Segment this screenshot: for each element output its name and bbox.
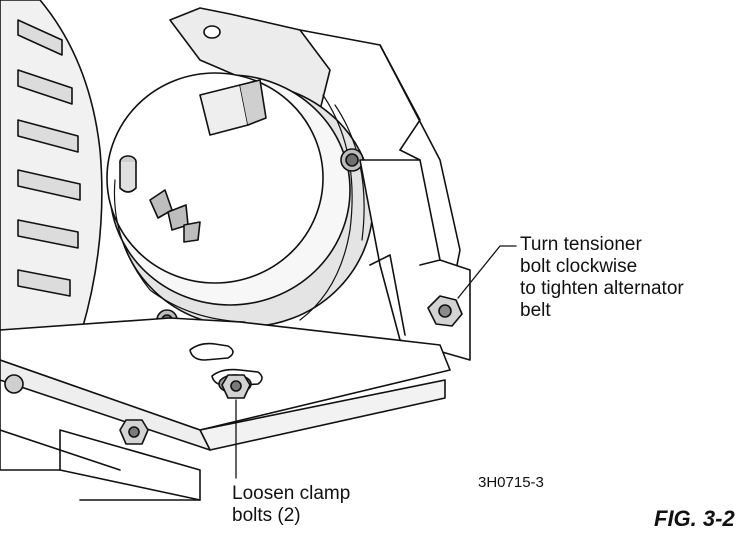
tensioner-callout: Turn tensioner bolt clockwise to tighten… bbox=[520, 234, 684, 321]
alternator bbox=[106, 72, 374, 328]
tensioner-bracket bbox=[359, 149, 471, 361]
clamp-bolt-front bbox=[218, 374, 252, 399]
figure-label: FIG. 3-2 bbox=[654, 506, 735, 531]
clamp-bolt-rear bbox=[119, 419, 149, 445]
fan-housing bbox=[0, 0, 103, 331]
plate-side-bolt bbox=[4, 374, 24, 394]
clamp-callout: Loosen clamp bolts (2) bbox=[232, 483, 351, 526]
alternator-pivot-bolt bbox=[340, 148, 364, 172]
drawing-code: 3H0715-3 bbox=[478, 474, 544, 491]
tensioner-bolt bbox=[427, 295, 463, 327]
tensioner-leader-line bbox=[457, 245, 517, 299]
base-plate bbox=[0, 317, 451, 501]
